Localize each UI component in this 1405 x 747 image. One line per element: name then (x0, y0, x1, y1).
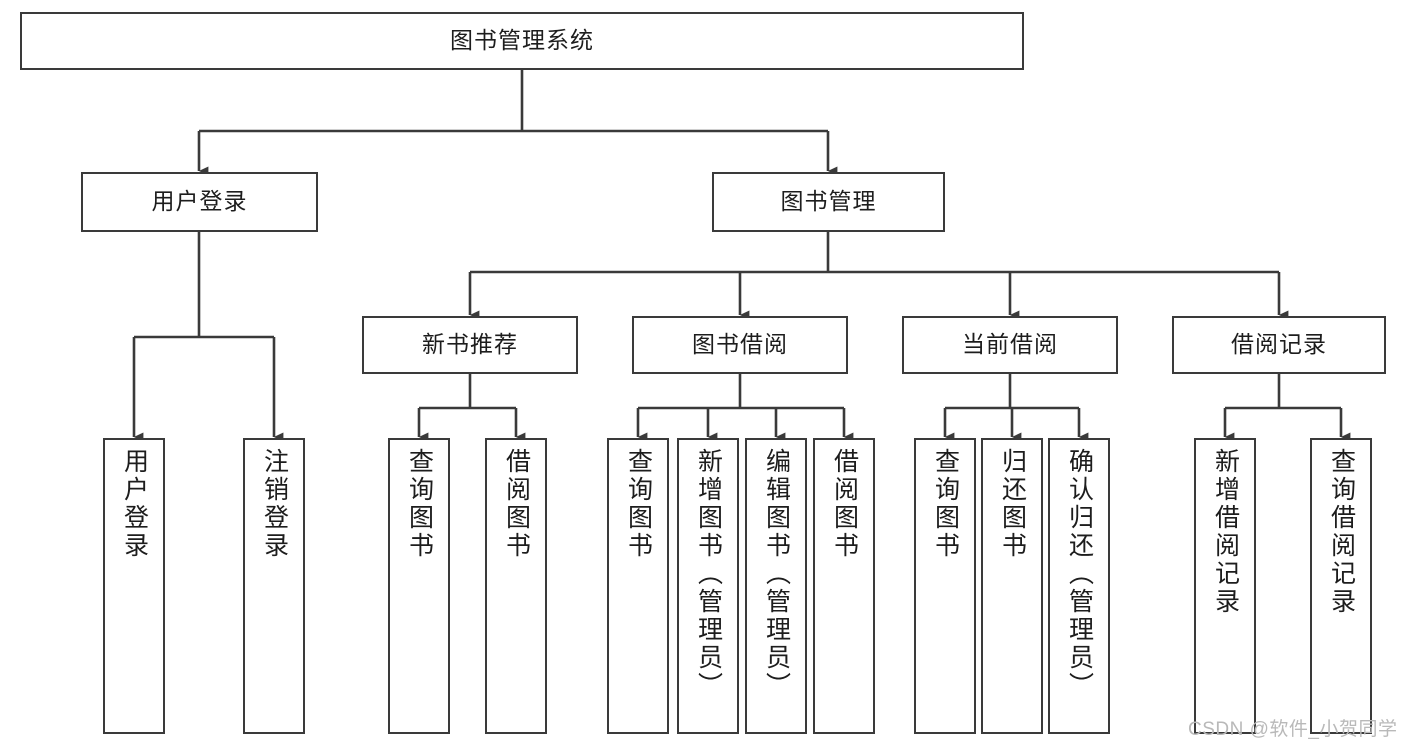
node-l-add[interactable]: 新增图书（管理员） (677, 438, 739, 734)
node-l-q1[interactable]: 查询图书 (388, 438, 450, 734)
node-l-q2[interactable]: 查询图书 (607, 438, 669, 734)
node-label: 用户登录 (120, 448, 149, 560)
node-newbook[interactable]: 新书推荐 (362, 316, 578, 374)
node-label: 编辑图书（管理员） (762, 448, 791, 700)
node-bookmgmt[interactable]: 图书管理 (712, 172, 945, 232)
node-l-edit[interactable]: 编辑图书（管理员） (745, 438, 807, 734)
node-label: 图书管理系统 (450, 27, 594, 54)
node-l-login[interactable]: 用户登录 (103, 438, 165, 734)
node-l-confirm[interactable]: 确认归还（管理员） (1048, 438, 1110, 734)
node-l-b1[interactable]: 借阅图书 (485, 438, 547, 734)
watermark: CSDN @软件_小贺同学 (1188, 719, 1398, 740)
node-root[interactable]: 图书管理系统 (20, 12, 1024, 70)
node-borrow[interactable]: 图书借阅 (632, 316, 848, 374)
node-label: 归还图书 (998, 448, 1027, 560)
node-label: 查询图书 (624, 448, 653, 560)
node-label: 注销登录 (260, 448, 289, 560)
node-l-return[interactable]: 归还图书 (981, 438, 1043, 734)
node-label: 借阅图书 (830, 448, 859, 560)
node-current[interactable]: 当前借阅 (902, 316, 1118, 374)
node-label: 新增图书（管理员） (694, 448, 723, 700)
node-l-addrec[interactable]: 新增借阅记录 (1194, 438, 1256, 734)
node-label: 当前借阅 (962, 331, 1058, 358)
node-l-qrec[interactable]: 查询借阅记录 (1310, 438, 1372, 734)
node-l-logout[interactable]: 注销登录 (243, 438, 305, 734)
node-l-q3[interactable]: 查询图书 (914, 438, 976, 734)
node-label: 新书推荐 (422, 331, 518, 358)
node-label: 用户登录 (151, 188, 248, 215)
node-label: 借阅图书 (502, 448, 531, 560)
node-label: 查询借阅记录 (1327, 448, 1356, 616)
node-label: 查询图书 (931, 448, 960, 560)
node-label: 图书借阅 (692, 331, 788, 358)
node-label: 图书管理 (780, 188, 877, 215)
node-label: 借阅记录 (1231, 331, 1327, 358)
node-login[interactable]: 用户登录 (81, 172, 318, 232)
edge-paths (132, 70, 1351, 442)
node-l-b2[interactable]: 借阅图书 (813, 438, 875, 734)
node-label: 查询图书 (405, 448, 434, 560)
node-label: 新增借阅记录 (1211, 448, 1240, 616)
node-records[interactable]: 借阅记录 (1172, 316, 1386, 374)
node-label: 确认归还（管理员） (1065, 448, 1094, 700)
